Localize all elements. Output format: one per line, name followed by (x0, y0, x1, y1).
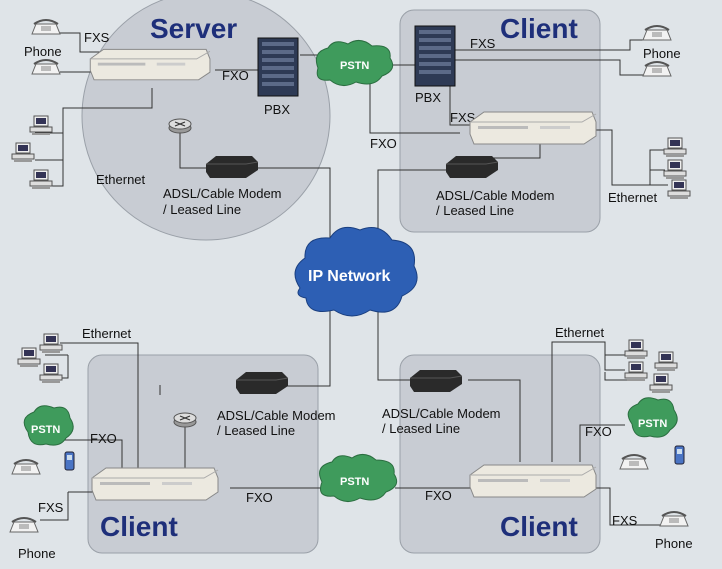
client-title-bottom-left: Client (100, 511, 178, 542)
ethernet-label: Ethernet (555, 325, 605, 340)
pstn-cloud-bottom: PSTN (319, 454, 398, 502)
voip-gateway-icon (469, 464, 597, 498)
modem-icon (235, 371, 289, 395)
modem-icon (409, 369, 463, 393)
ethernet-label: Ethernet (82, 326, 132, 341)
pbx-icon (257, 37, 299, 97)
modem-icon (205, 155, 259, 179)
pstn-cloud-right: PSTN (627, 397, 678, 438)
pbx-label: PBX (264, 102, 290, 117)
modem-label-line1: ADSL/Cable Modem (382, 406, 501, 421)
client-title-top-right: Client (500, 13, 578, 44)
mobile-phone-icon (64, 451, 75, 471)
pstn-cloud-left: PSTN (23, 405, 74, 446)
ip-network-cloud: IP Network (294, 226, 418, 317)
phone-label: Phone (655, 536, 693, 551)
pstn-cloud-top: PSTN (315, 40, 394, 86)
phone-label: Phone (643, 46, 681, 61)
pbx-label: PBX (415, 90, 441, 105)
phone-label: Phone (18, 546, 56, 561)
modem-label-line1: ADSL/Cable Modem (217, 408, 336, 423)
server-title: Server (150, 13, 237, 44)
modem-label-line2: / Leased Line (163, 202, 241, 217)
client-title-bottom-right: Client (500, 511, 578, 542)
voip-gateway-icon (91, 467, 219, 501)
router-icon (173, 412, 197, 428)
fxs-label: FXS (450, 110, 476, 125)
modem-label-line2: / Leased Line (217, 423, 295, 438)
fxo-label: FXO (90, 431, 117, 446)
modem-label-line2: / Leased Line (436, 203, 514, 218)
pstn-label: PSTN (340, 476, 369, 488)
fxs-label: FXS (38, 500, 64, 515)
pstn-label: PSTN (31, 424, 60, 436)
ethernet-label: Ethernet (608, 190, 658, 205)
pstn-label: PSTN (638, 418, 667, 430)
modem-icon (445, 155, 499, 179)
fxo-label: FXO (585, 424, 612, 439)
fxs-label: FXS (470, 36, 496, 51)
modem-label-line1: ADSL/Cable Modem (436, 188, 555, 203)
modem-label-line1: ADSL/Cable Modem (163, 186, 282, 201)
mobile-phone-icon (674, 445, 685, 465)
client-zone-bottom-right (399, 354, 601, 554)
ip-network-label: IP Network (308, 268, 391, 285)
voip-gateway-icon (89, 48, 211, 81)
client-zone-bottom-left (87, 354, 319, 554)
fxs-label: FXS (84, 30, 110, 45)
fxo-label: FXO (246, 490, 273, 505)
ethernet-label: Ethernet (96, 172, 146, 187)
voip-gateway-icon (469, 111, 597, 145)
pbx-icon (414, 25, 456, 87)
fxs-label: FXS (612, 513, 638, 528)
connection-lines (35, 32, 668, 526)
router-icon (168, 118, 192, 134)
fxo-label: FXO (370, 136, 397, 151)
modem-label-line2: / Leased Line (382, 421, 460, 436)
phone-label: Phone (24, 44, 62, 59)
pstn-label: PSTN (340, 60, 369, 72)
fxo-label: FXO (222, 68, 249, 83)
fxo-label: FXO (425, 488, 452, 503)
